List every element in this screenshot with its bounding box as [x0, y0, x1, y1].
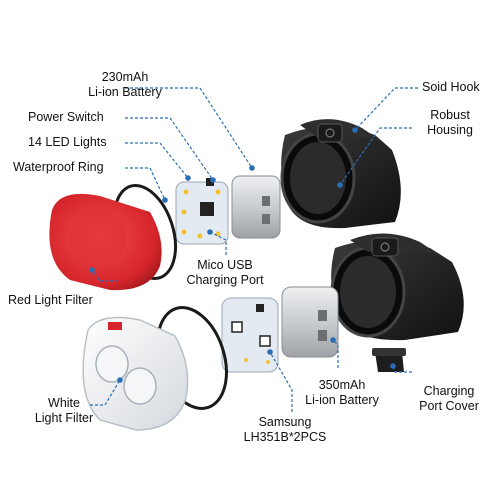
label-hook: Soid Hook [422, 80, 480, 94]
label-usb-port: Mico USB Charging Port [186, 258, 264, 287]
label-charging-port-cover: Charging Port Cover [419, 384, 479, 413]
label-robust-housing: Robust Housing [427, 108, 473, 137]
upper-housing [280, 119, 401, 229]
label-battery-350mah: 350mAh Li-ion Battery [305, 378, 379, 407]
label-led-lights: 14 LED Lights [28, 135, 107, 149]
pcb-led-board [175, 178, 229, 245]
battery-230mah [231, 175, 281, 239]
power-icon [325, 128, 335, 138]
label-samsung-led: Samsung LH351B*2PCS [243, 415, 327, 444]
lower-housing [330, 233, 464, 341]
leader-lines [90, 87, 418, 412]
power-icon-lower [380, 242, 390, 252]
white-light-filter [82, 316, 189, 431]
red-light-filter [49, 193, 162, 291]
label-battery-230mah: 230mAh Li-ion Battery [88, 70, 162, 99]
label-red-light-filter: Red Light Filter [8, 293, 93, 307]
label-waterproof-ring: Waterproof Ring [13, 160, 104, 174]
charging-port-cover [372, 348, 406, 372]
label-power-switch: Power Switch [28, 110, 104, 124]
battery-350mah [281, 286, 339, 358]
leader-dots [89, 127, 396, 383]
pcb-samsung-board [221, 297, 279, 373]
label-white-light-filter: White Light Filter [34, 396, 94, 425]
